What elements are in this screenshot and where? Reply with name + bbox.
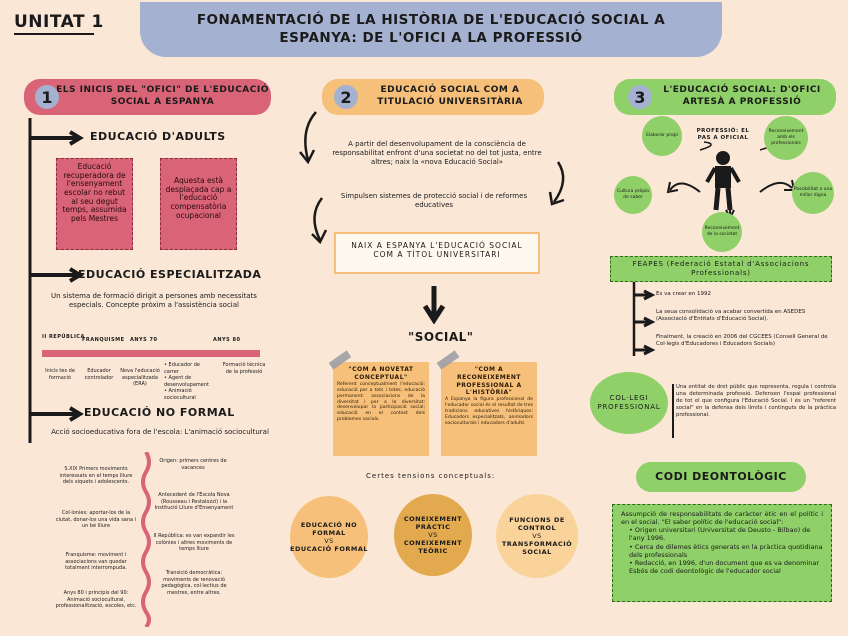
feapes-item-1: Es va crear en 1992	[656, 291, 712, 297]
colegi-text: Una entitat de dret públic que represent…	[676, 384, 836, 418]
feapes-bracket	[632, 282, 656, 356]
codi-item: • Cerca de dilemes ètics generats en la …	[629, 542, 823, 559]
tension-circle-1: EDUCACIÓ NO FORMAL VS EDUCACIÓ FORMAL	[290, 496, 368, 578]
noformal-left-3: Franquisme: moviment i associacions van …	[65, 552, 127, 571]
curved-arrow-left	[299, 111, 317, 165]
section1-bracket	[28, 118, 84, 443]
noformal-left-4: Anys 80 i principis del 90: Animació soc…	[55, 590, 137, 609]
tensions-label: Certes tensions conceptuals:	[366, 472, 496, 480]
tension-circle-3: FUNCIONS DE CONTROL VS TRANSFORMACIÓ SOC…	[496, 494, 578, 578]
profession-arrows	[666, 141, 796, 220]
section2-para1: A partir del desenvolupament de la consc…	[332, 140, 542, 166]
timeline-top-3: ANYS 70	[130, 337, 158, 343]
tension-circle-2: CONEIXEMENT PRÀCTIC VS CONEIXEMENT TEÒRI…	[394, 494, 472, 576]
tension-vs: VS	[532, 532, 542, 540]
section2-number: 2	[334, 85, 358, 109]
note-novetat-title: "COM A NOVETAT CONCEPTUAL"	[348, 366, 414, 381]
tension-a: FUNCIONS DE CONTROL	[509, 516, 565, 532]
timeline-bottom-4: Formació tècnica de la professió	[222, 362, 266, 375]
especialitzada-heading: EDUCACIÓ ESPECIALITZADA	[78, 268, 262, 281]
timeline-bullets: • Educador de carrer • Agent de desenvol…	[164, 362, 216, 401]
note-reconeixement: "COM A RECONEIXEMENT PROFESSIONAL A L'HI…	[436, 350, 537, 456]
noformal-left-2: Col·lonies: aportar-los de la ciutat, do…	[55, 510, 137, 529]
timeline-bar	[42, 350, 260, 357]
timeline-top-2: FRANQUISME	[82, 337, 125, 343]
profession-node-4: Possibilitat a una millor digna	[792, 172, 834, 214]
profession-node-5: Reconeixement de la societat	[702, 212, 742, 252]
curved-arrow-left-2	[311, 197, 328, 245]
tension-b: CONEIXEMENT TEÒRIC	[403, 539, 463, 555]
tension-b: EDUCACIÓ FORMAL	[290, 545, 369, 553]
noformal-right-2: Antecedent de l'Escola Nova (Rousseau i …	[154, 492, 234, 511]
note-novetat: "COM A NOVETAT CONCEPTUAL" Referent conc…	[328, 350, 429, 456]
codi-item: • Origen universitari (Universitat de De…	[629, 526, 811, 543]
curved-arrow-right	[548, 161, 565, 206]
timeline-bullet: • Animació sociocultural	[164, 388, 196, 401]
noformal-text: Acció socioeducativa fora de l'escola: L…	[51, 428, 269, 436]
colegi-circle: COL·LEGI PROFESSIONAL	[590, 372, 668, 434]
timeline-bottom-3: Nova l'educació especialitzada (ERA)	[120, 368, 160, 387]
adults-box-2: Aquesta està desplaçada cap a l'educació…	[160, 158, 237, 250]
feapes-item-3: Finalment, la creació en 2006 del CGCEES…	[656, 334, 828, 348]
page-title: FONAMENTACIÓ DE LA HISTÒRIA DE L'EDUCACI…	[140, 2, 722, 57]
noformal-wavy-line	[141, 452, 151, 627]
adults-heading: EDUCACIÓ D'ADULTS	[90, 130, 226, 143]
tension-vs: VS	[428, 531, 438, 539]
note-novetat-text: Referent conceptualment l'educació: educ…	[337, 381, 425, 423]
tension-b: TRANSFORMACIÓ SOCIAL	[501, 540, 573, 556]
profession-node-3: Cultura pròpia de saber	[614, 176, 652, 214]
note-reconeixement-text: A Espanya la figura professional de l'ed…	[445, 397, 533, 427]
noformal-right-4: Transició democràtica: moviments de reno…	[161, 570, 227, 596]
down-arrow	[422, 286, 446, 324]
timeline-top-1: II REPÚBLICA	[42, 334, 85, 340]
codi-box: Assumpció de responsabilitats de caràcte…	[612, 504, 832, 602]
profession-node-1: Elaborar propi	[642, 116, 682, 156]
feapes-banner: FEAPES (Federació Estatal d'Associacions…	[610, 256, 832, 282]
unit-label: UNITAT 1	[14, 12, 104, 32]
feapes-item-2: La seua consolidació va acabar convertid…	[656, 309, 806, 323]
colegi-divider	[672, 384, 674, 438]
section3-number: 3	[628, 85, 652, 109]
tension-a: EDUCACIÓ NO FORMAL	[300, 521, 358, 537]
timeline-bottom-2: Educador controlador	[84, 368, 114, 381]
codi-intro: Assumpció de responsabilitats de caràcte…	[621, 510, 823, 527]
noformal-right-3: II República: es van expandir les colòni…	[153, 533, 235, 552]
adults-box-1: Educació recuperadora de l'ensenyament e…	[56, 158, 133, 250]
university-box: NAIX A ESPANYA L'EDUCACIÓ SOCIAL COM A T…	[334, 232, 540, 274]
section1-banner: ELS INICIS DEL "OFICI" DE L'EDUCACIÓ SOC…	[24, 79, 271, 115]
codi-item: • Redacció, en 1996, d'un document que e…	[629, 558, 820, 575]
social-label: "SOCIAL"	[408, 330, 474, 344]
noformal-right-1: Origen: primers centres de vacances	[159, 458, 227, 471]
noformal-heading: EDUCACIÓ NO FORMAL	[84, 406, 235, 419]
section1-number: 1	[35, 85, 59, 109]
profession-node-2: Reconeixement amb els professionals	[764, 116, 808, 160]
profession-center-label: PROFESSIÓ: EL PAS A OFICIAL	[696, 128, 750, 142]
timeline-top-4: ANYS 80	[213, 337, 241, 343]
timeline-bullet: • Educador de carrer	[164, 362, 200, 375]
tension-vs: VS	[324, 537, 334, 545]
section2-para2: Simpulsen sistemes de protecció social i…	[340, 192, 528, 209]
especialitzada-text: Un sistema de formació dirigit a persone…	[51, 292, 257, 309]
timeline-bottom-1: Inicis tes de formació	[45, 368, 75, 381]
codi-banner: CODI DEONTOLÒGIC	[636, 462, 806, 492]
note-reconeixement-title: "COM A RECONEIXEMENT PROFESSIONAL A L'HI…	[456, 366, 522, 397]
unit-underline	[14, 33, 94, 35]
tension-a: CONEIXEMENT PRÀCTIC	[403, 515, 463, 531]
noformal-left-1: S.XIX Primers moviments interessats en e…	[59, 466, 133, 485]
section2-banner: EDUCACIÓ SOCIAL COM A TITULACIÓ UNIVERSI…	[322, 79, 544, 115]
timeline-bullet: • Agent de desenvolupament	[164, 375, 209, 388]
